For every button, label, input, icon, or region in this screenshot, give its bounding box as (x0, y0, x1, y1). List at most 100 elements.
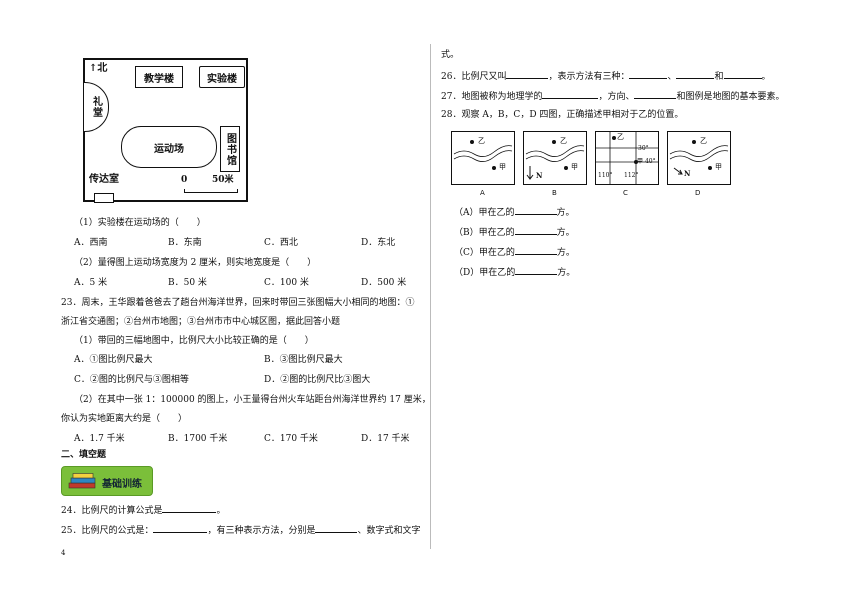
q23-2-option-a: A．1.7 千米 (74, 434, 125, 444)
q1-option-d: D．东北 (361, 238, 396, 248)
minimap-c: 乙 30° 甲 40° 110° 112° (595, 131, 659, 185)
q23-1-option-d: D．②图的比例尺比③图大 (264, 375, 371, 385)
lab-building: 实验楼 (199, 66, 245, 88)
q2-option-b: B．50 米 (168, 278, 207, 288)
answer-a-end: 方。 (556, 208, 575, 218)
library: 图书馆 (220, 126, 240, 172)
q28: 28．观察 A，B，C，D 四图，正确描述甲相对于乙的位置。 (441, 110, 684, 120)
q25-blank-1[interactable] (153, 523, 208, 533)
answer-c-text: （C）甲在乙的 (454, 248, 515, 258)
q26-blank-1[interactable] (506, 69, 549, 79)
q25-mid1: ，有三种表示方法，分别是 (207, 526, 316, 536)
gatehouse: 传达室 (89, 174, 119, 185)
q24-blank[interactable] (162, 503, 217, 513)
minimap-b-river (525, 140, 585, 180)
q23-2-line1: （2）在其中一张 1：100000 的图上，小王量得台州火车站距台州海洋世界约 … (74, 395, 431, 405)
q27-blank-2[interactable] (634, 89, 677, 99)
minimap-d-river (669, 140, 729, 175)
minimap-a-jia: 甲 (499, 163, 506, 171)
answer-d: （D）甲在乙的方。 (454, 265, 575, 279)
minimap-d-label: D (695, 189, 701, 197)
gate-box (94, 193, 114, 203)
q25-continuation: 式。 (441, 50, 460, 60)
q23-2-option-d: D．17 千米 (361, 434, 410, 444)
answer-c-end: 方。 (556, 248, 575, 258)
answer-c-blank[interactable] (514, 245, 557, 255)
answer-a-text: （A）甲在乙的 (454, 208, 515, 218)
north-arrow-icon: ↑ (89, 63, 98, 74)
q26-and: 和 (714, 72, 724, 82)
q23-2-option-b: B．1700 千米 (168, 434, 228, 444)
scale-bar (184, 189, 238, 193)
q1-option-c: C．西北 (264, 238, 298, 248)
minimap-d-north: N (684, 169, 691, 178)
q23-2-line2: 你认为实地距离大约是（ ） (61, 414, 188, 424)
sports-field: 运动场 (121, 126, 217, 168)
q23-1-stem: （1）带回的三幅地图中，比例尺大小比较正确的是（ ） (74, 336, 314, 346)
minimap-a-yi: 乙 (478, 137, 485, 145)
q1-option-b: B．东南 (168, 238, 202, 248)
q27-blank-1[interactable] (542, 89, 599, 99)
q2-option-c: C．100 米 (264, 278, 309, 288)
q25: 25．比例尺的公式是： ，有三种表示方法，分别是 、数字式和文字 (61, 523, 420, 537)
q23-1-option-c: C．②图的比例尺与③图相等 (74, 375, 189, 385)
answer-a-blank[interactable] (514, 205, 557, 215)
minimap-c-lat2: 40° (644, 158, 656, 165)
answer-d-blank[interactable] (515, 265, 558, 275)
q26-blank-3[interactable] (676, 69, 715, 79)
minimap-a-river (453, 140, 513, 170)
minimap-b-label: B (552, 189, 557, 197)
minimap-d-yi: 乙 (700, 137, 707, 145)
q26-blank-4[interactable] (723, 69, 762, 79)
q23-1-option-a: A．①图比例尺最大 (74, 355, 153, 365)
north-arrow: ↑北 (89, 63, 107, 75)
minimap-b-jia: 甲 (571, 163, 578, 171)
q23-line1: 23．周末，王华跟着爸爸去了趟台州海洋世界，回来时带回三张图幅大小相同的地图：① (61, 298, 415, 308)
answer-d-text: （D）甲在乙的 (454, 268, 516, 278)
q26: 26．比例尺又叫，表示方法有三种：、和。 (441, 69, 771, 83)
q26-end: 。 (761, 72, 771, 82)
q25-text: 25．比例尺的公式是： (61, 526, 154, 536)
auditorium: 礼堂 (83, 82, 109, 132)
q27: 27．地图被称为地理学的，方向、和图例是地图的基本要素。 (441, 89, 784, 103)
minimap-a: 乙 甲 (451, 131, 515, 185)
q23-line2: 浙江省交通图；②台州市地图；③台州市市中心城区图，据此回答小题 (61, 317, 341, 327)
answer-b-blank[interactable] (514, 225, 557, 235)
q25-blank-2[interactable] (315, 523, 358, 533)
answer-a: （A）甲在乙的 方。 (454, 205, 575, 219)
minimap-c-lon2: 112° (624, 172, 639, 179)
q27-text: 27．地图被称为地理学的 (441, 92, 543, 102)
answer-b: （B）甲在乙的方。 (454, 225, 575, 239)
minimap-b-north: N (536, 171, 543, 180)
minimap-c-yi: 乙 (617, 133, 624, 141)
minimap-c-grid (596, 132, 658, 184)
minimap-b: 乙 甲 N (523, 131, 587, 185)
minimap-c-jia: 甲 (637, 158, 644, 165)
q23-1-option-b: B．③图比例尺最大 (264, 355, 343, 365)
books-icon (68, 473, 96, 489)
q1-option-a: A．西南 (74, 238, 108, 248)
q25-mid2: 、数字式和文字 (357, 526, 421, 536)
minimap-d-jia: 甲 (715, 163, 722, 171)
minimap-c-lon1: 110° (598, 172, 613, 179)
minimap-c-label: C (623, 189, 628, 197)
minimap-c-lat1: 30° (638, 145, 649, 152)
section-heading: 二、填空题 (61, 450, 107, 460)
column-divider (430, 44, 431, 549)
minimap-d: 乙 甲 N (667, 131, 731, 185)
q2-option-a: A．5 米 (74, 278, 108, 288)
q1-stem: （1）实验楼在运动场的（ ） (74, 218, 206, 228)
training-badge: 基础训练 (61, 466, 153, 496)
q27-mid1: ，方向、 (598, 92, 635, 102)
sports-field-label: 运动场 (154, 143, 184, 155)
q26-blank-2[interactable] (629, 69, 668, 79)
minimap-c-jia-lat: 甲 40° (637, 156, 656, 168)
answer-b-end: 方。 (556, 228, 575, 238)
page-number: 4 (61, 549, 66, 557)
q24: 24．比例尺的计算公式是。 (61, 503, 225, 517)
badge-label: 基础训练 (102, 479, 142, 490)
minimap-a-label: A (480, 189, 485, 197)
q26-sep: 、 (667, 72, 677, 82)
q23-2-option-c: C．170 千米 (264, 434, 318, 444)
teaching-building: 教学楼 (135, 66, 183, 88)
